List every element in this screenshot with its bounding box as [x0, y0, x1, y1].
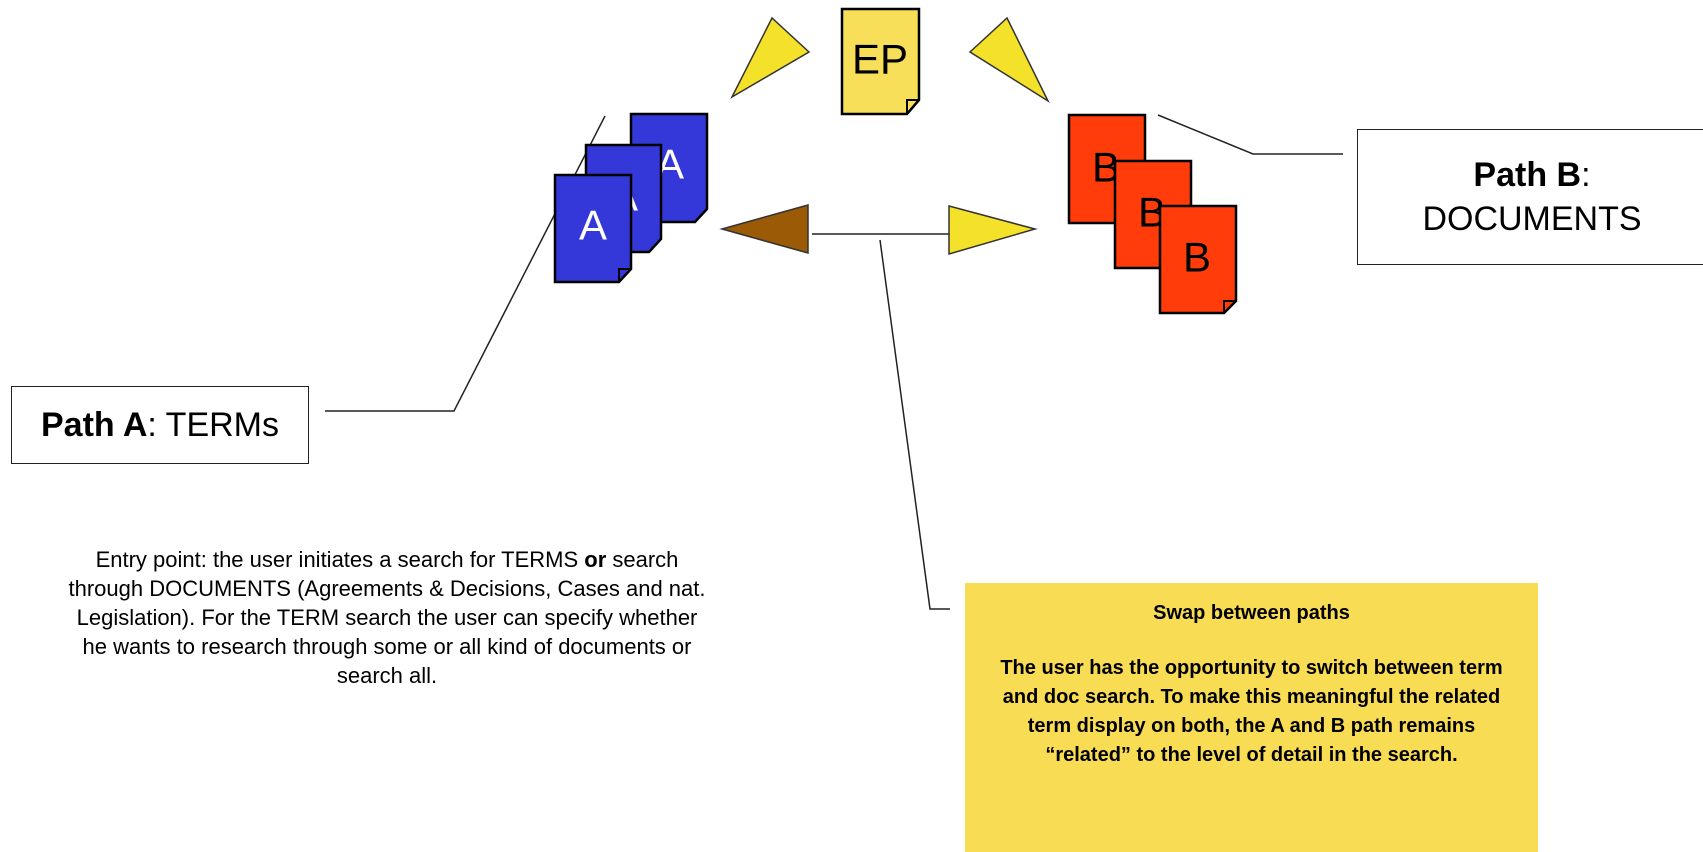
swap-body: The user has the opportunity to switch b… [1000, 657, 1503, 766]
doc-b-front-label: B [1183, 234, 1211, 281]
path-b-colon: : [1581, 156, 1591, 194]
doc-b-front-icon: B [1158, 204, 1238, 315]
swap-note-box: Swap between paths The user has the oppo… [965, 583, 1538, 852]
path-a-suffix: : TERMs [147, 405, 280, 444]
entry-point-text-bold: or [584, 547, 607, 572]
arrow-left-brown-icon [719, 204, 809, 254]
arrow-to-a-from-ep-icon [730, 16, 811, 99]
doc-ep-label: EP [852, 36, 908, 83]
arrow-right-yellow-icon [948, 205, 1038, 255]
path-a-title: Path A [40, 405, 148, 444]
doc-ep-icon: EP [840, 7, 921, 116]
path-b-box: Path B: DOCUMENTS [1357, 129, 1703, 265]
entry-point-text-start: Entry point: the user initiates a search… [95, 547, 585, 572]
entry-point-description: Entry point: the user initiates a search… [62, 545, 712, 690]
entry-point-text-end: search through DOCUMENTS (Agreements & D… [68, 547, 706, 688]
path-b-leader-line [1157, 114, 1343, 155]
path-a-box: Path A: TERMs [11, 386, 309, 464]
doc-a-front-icon: A [553, 173, 633, 284]
swap-title: Swap between paths [1153, 602, 1350, 624]
swap-leader-line [879, 239, 950, 610]
path-b-subtitle: DOCUMENTS [1422, 200, 1642, 238]
arrow-to-b-from-ep-icon [968, 16, 1050, 104]
path-b-title: Path B [1473, 156, 1582, 194]
doc-a-front-label: A [579, 202, 607, 249]
